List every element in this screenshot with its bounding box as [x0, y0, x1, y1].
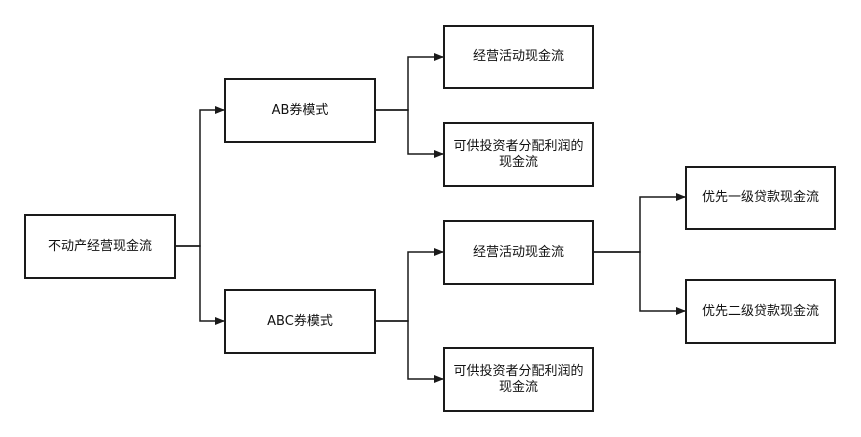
node-secondary-loan-label: 优先二级贷款现金流 [701, 303, 819, 319]
node-root-label: 不动产经营现金流 [47, 238, 152, 254]
node-abc-mode: ABC券模式 [224, 289, 376, 354]
node-abc-operating-cash-flow: 经营活动现金流 [443, 220, 594, 285]
node-ab-distributable-profit: 可供投资者分配利润的现金流 [443, 122, 594, 187]
connector-root-to-ab [176, 106, 225, 247]
node-root-cash-flow: 不动产经营现金流 [24, 214, 176, 279]
node-abc-distributable-profit: 可供投资者分配利润的现金流 [443, 347, 594, 412]
node-ab-operating-label: 经营活动现金流 [472, 49, 564, 64]
connector-abc-to-profit [376, 320, 444, 383]
node-abc-profit-label: 可供投资者分配利润的现金流 [453, 363, 584, 395]
node-abc-label: ABC券模式 [267, 313, 333, 329]
connector-abc-to-operating [376, 248, 444, 322]
connector-operating-to-secondary-loan [594, 251, 686, 315]
node-ab-mode: AB券模式 [224, 78, 376, 143]
connector-ab-to-profit [376, 109, 444, 158]
node-abc-operating-label: 经营活动现金流 [472, 244, 564, 260]
connector-ab-to-operating [376, 53, 444, 111]
node-secondary-loan-cash-flow: 优先二级贷款现金流 [685, 279, 836, 344]
node-priority-loan-label: 优先一级贷款现金流 [701, 190, 819, 205]
node-ab-operating-cash-flow: 经营活动现金流 [443, 25, 594, 89]
node-ab-label: AB券模式 [271, 102, 329, 118]
connector-operating-to-priority-loan [594, 193, 686, 253]
node-ab-profit-label: 可供投资者分配利润的现金流 [453, 138, 584, 170]
connector-root-to-abc [176, 245, 225, 325]
node-priority-loan-cash-flow: 优先一级贷款现金流 [685, 166, 836, 230]
